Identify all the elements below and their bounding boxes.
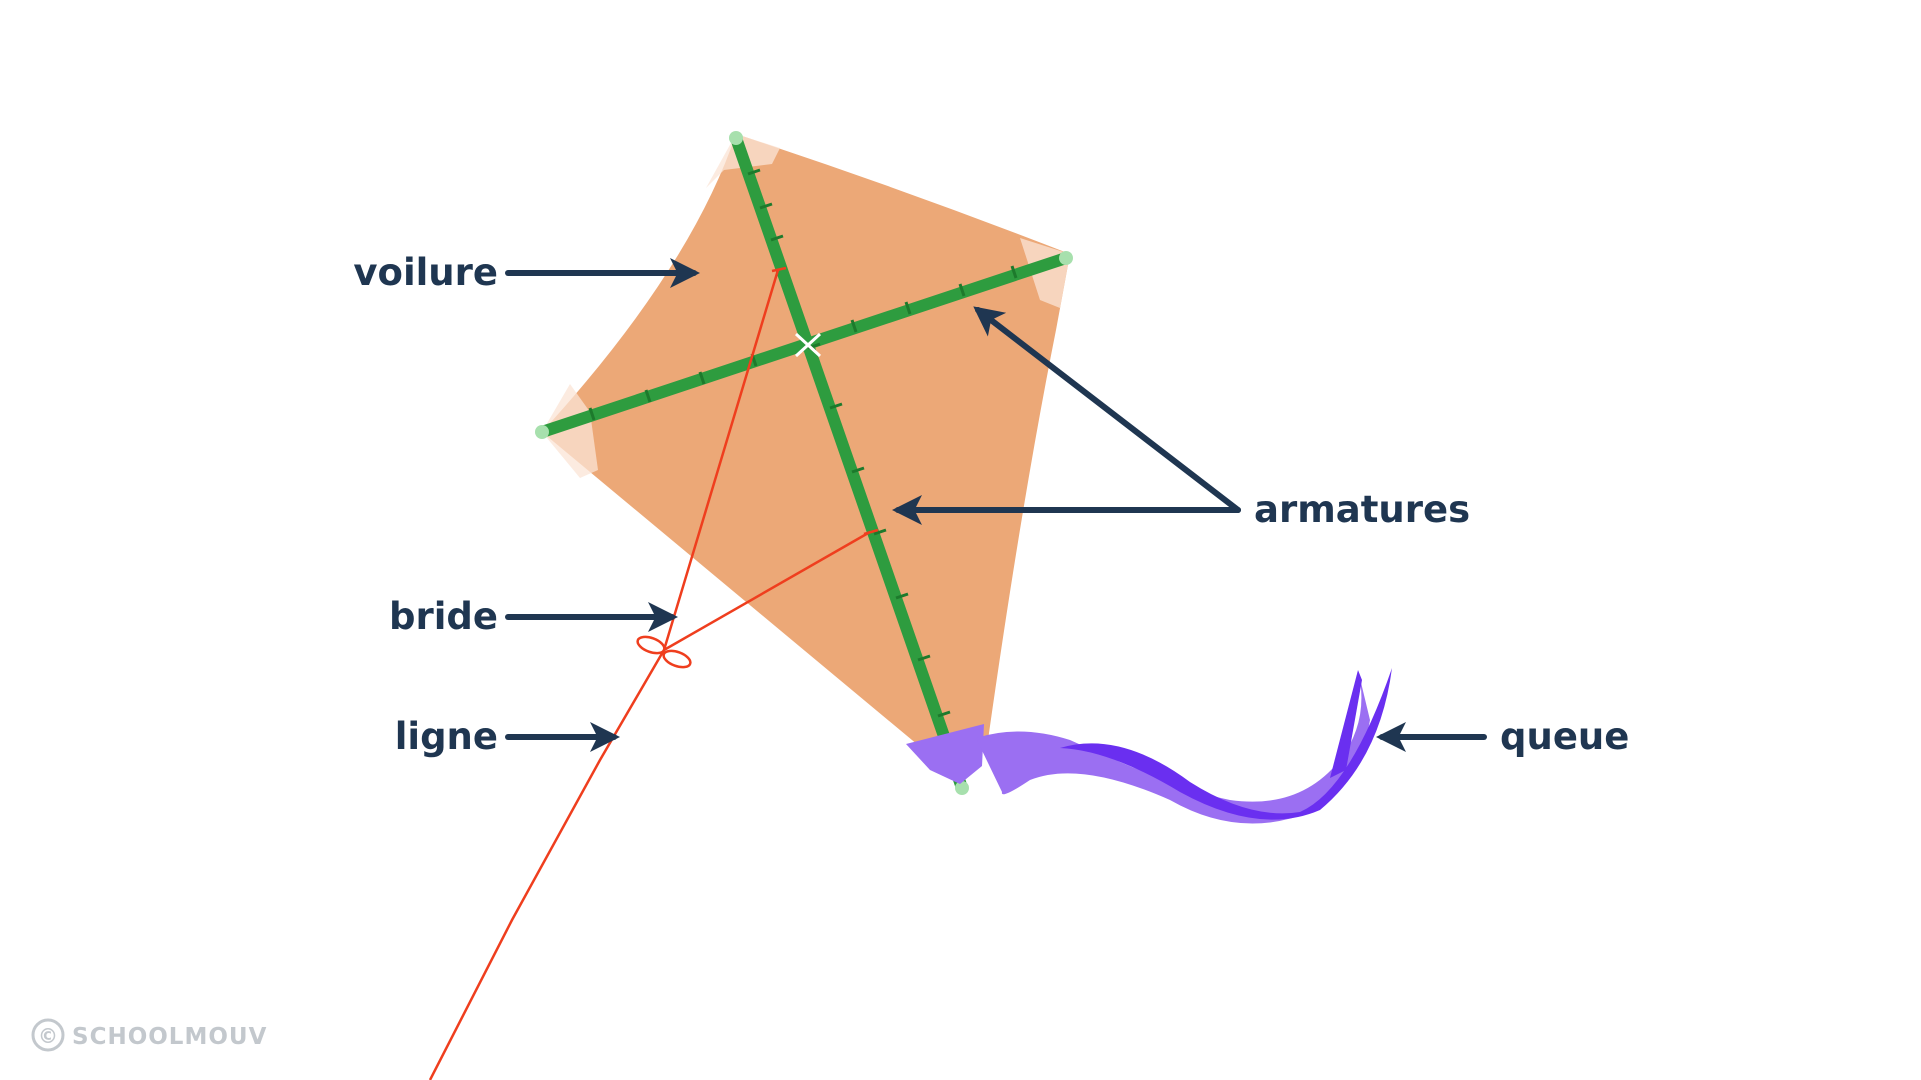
kite-frame — [535, 131, 1073, 795]
copyright-icon — [31, 1018, 65, 1052]
spar-horizontal — [536, 252, 1072, 438]
watermark-text: SCHOOLMOUV — [72, 1024, 267, 1050]
kite-bridle — [636, 266, 879, 669]
label-bridle: bride — [389, 595, 498, 638]
label-line: ligne — [395, 715, 498, 758]
spar-vertical — [730, 132, 968, 794]
watermark: © SCHOOLMOUV — [31, 1018, 267, 1052]
kite-line — [428, 649, 666, 1080]
label-sail: voilure — [353, 251, 498, 294]
copyright-symbol: © — [38, 1024, 58, 1048]
kite-sail — [542, 134, 1070, 770]
kite-tail — [906, 668, 1392, 824]
arrow-frame-diagonal — [973, 306, 1241, 513]
label-frame: armatures — [1254, 488, 1470, 531]
arrows — [505, 258, 1487, 752]
label-tail: queue — [1500, 715, 1629, 758]
